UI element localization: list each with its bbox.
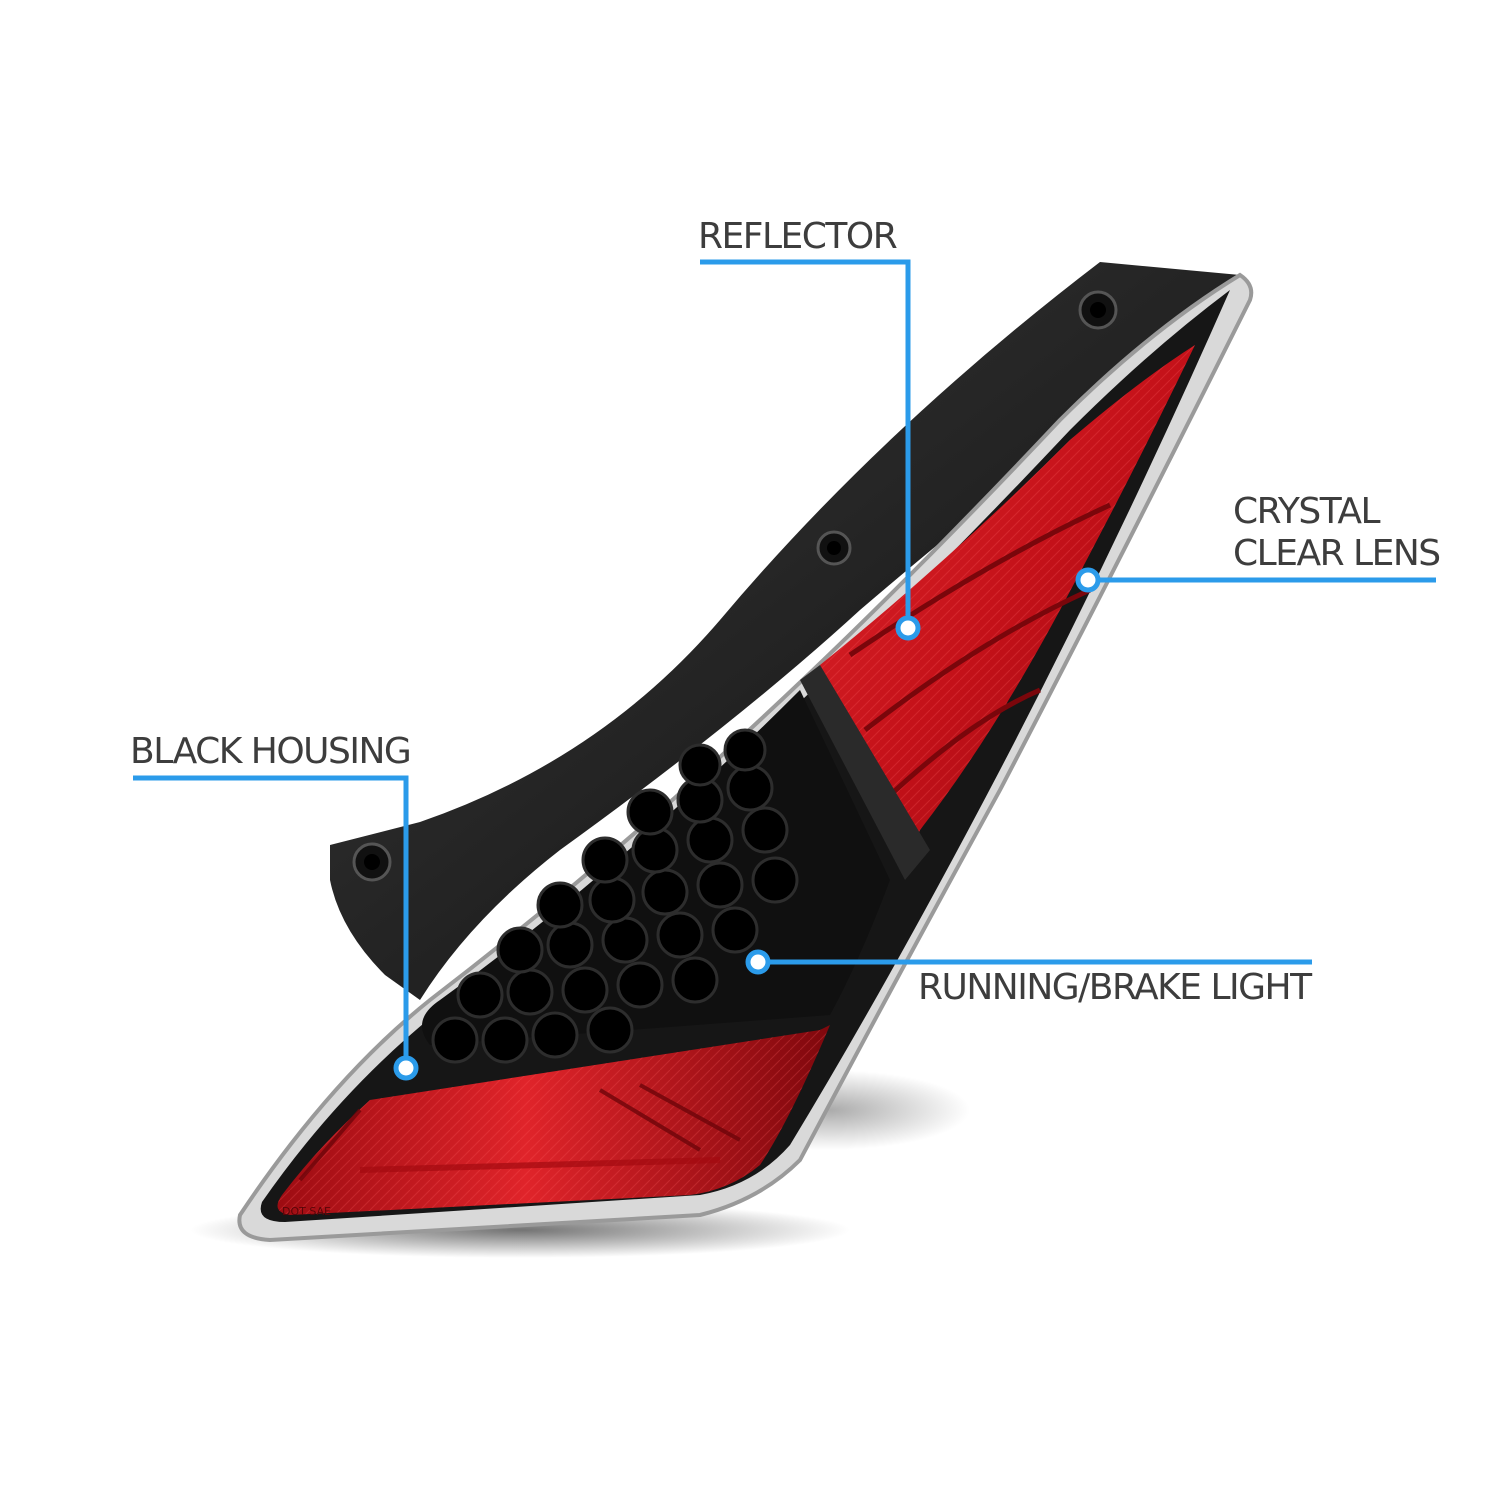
running-brake-light-label: RUNNING/BRAKE LIGHT (918, 967, 1312, 1008)
reflector-ridges (848, 502, 1112, 802)
brake-dot (745, 949, 771, 975)
lens-dot (1075, 567, 1101, 593)
crystal-clear-lens-label: CRYSTAL CLEAR LENS (1233, 491, 1441, 575)
housing-dot (393, 1055, 419, 1081)
reflector-leader (700, 259, 911, 628)
lens-label-line2: CLEAR LENS (1233, 533, 1441, 574)
callout-dots (393, 567, 1101, 1081)
callout-lines (133, 259, 1436, 1068)
lens-marking: DOT SAE (282, 1205, 331, 1218)
black-housing-label: BLACK HOUSING (130, 731, 412, 772)
reflector-label: REFLECTOR (698, 216, 898, 257)
lens-label-line1: CRYSTAL (1233, 491, 1381, 532)
v-separator (800, 665, 930, 880)
led-array (431, 728, 799, 1064)
housing-leader (133, 775, 409, 1068)
mounting-flange (330, 262, 1240, 1000)
reflector-dot (895, 615, 921, 641)
